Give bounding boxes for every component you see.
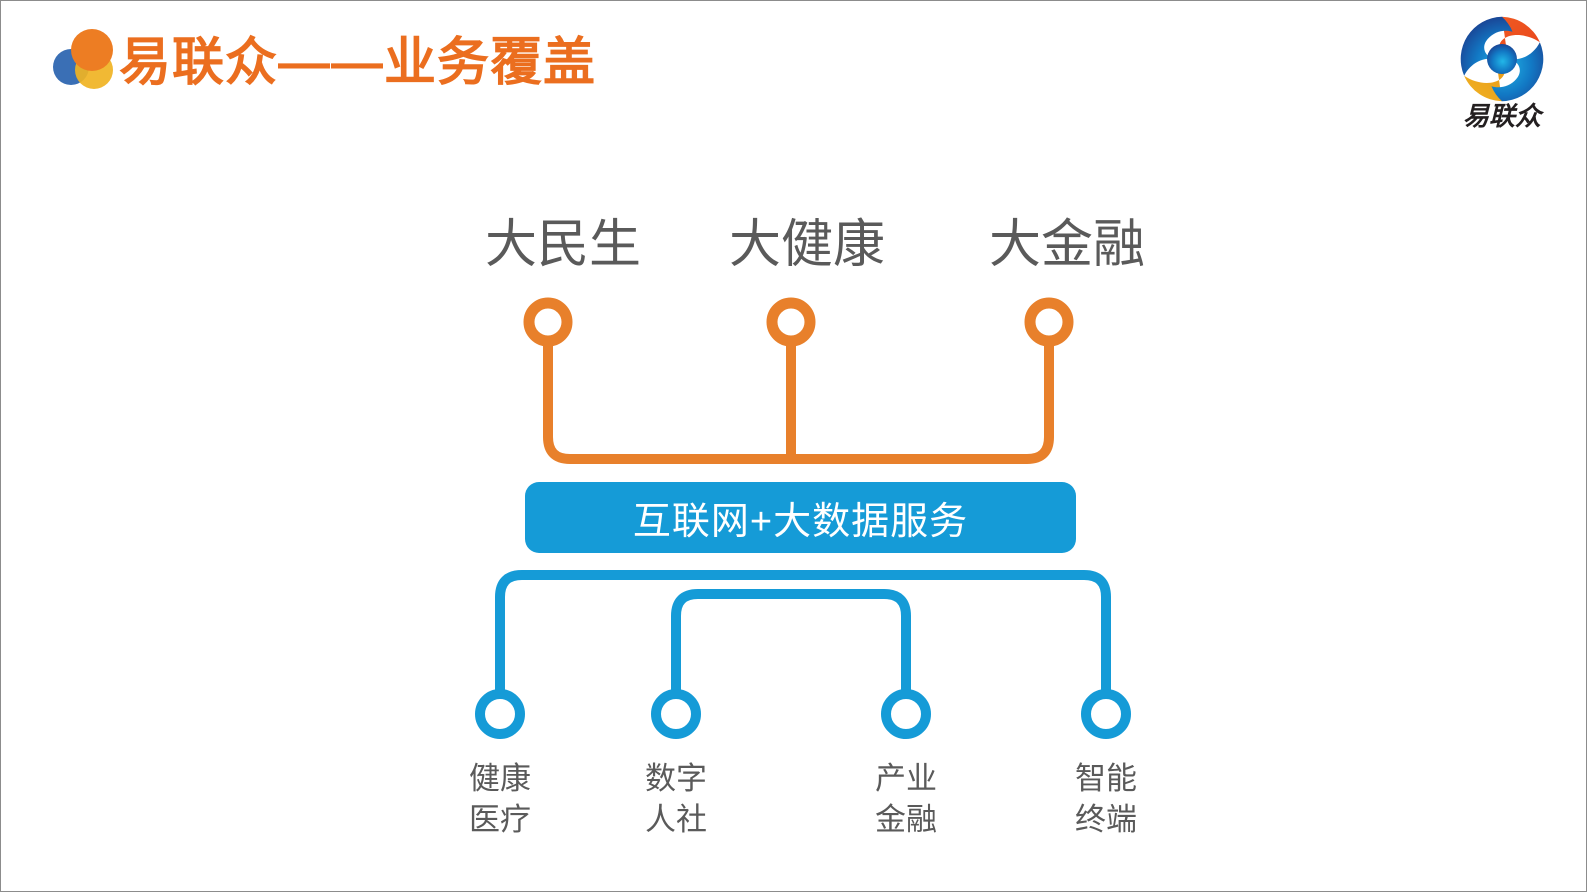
bottom-node-label-1-line2: 医疗 (469, 802, 531, 837)
slide-header: 易联众——业务覆盖 (1, 1, 1586, 141)
bottom-node-label-2-line1: 数字 (645, 761, 707, 796)
orange-bus-line (543, 336, 1054, 464)
bottom-node-label-2: 数字 人社 (645, 758, 707, 840)
bottom-node-label-3-line1: 产业 (875, 761, 937, 796)
top-node-label-3: 大金融 (988, 216, 1146, 274)
blue-node-ring-2 (651, 689, 701, 739)
three-circles-logo (53, 29, 125, 91)
blue-outer-bracket (495, 570, 1111, 698)
bottom-node-label-1-line1: 健康 (469, 761, 531, 796)
orange-node-ring-3 (1024, 297, 1074, 347)
corporate-logo-wordmark: 易联众 (1462, 101, 1541, 131)
bottom-node-label-4-line2: 终端 (1075, 802, 1137, 837)
center-banner-label: 互联网+大数据服务 (632, 501, 969, 543)
bottom-node-label-2-line2: 人社 (645, 802, 707, 837)
bottom-node-label-1: 健康 医疗 (469, 758, 531, 840)
blue-inner-bracket (671, 589, 911, 698)
blue-node-ring-4 (1081, 689, 1131, 739)
bottom-node-label-3: 产业 金融 (875, 758, 937, 840)
bottom-node-label-4-line1: 智能 (1075, 761, 1137, 796)
bottom-node-label-4: 智能 终端 (1075, 758, 1137, 840)
orange-node-ring-2 (766, 297, 816, 347)
orange-node-ring-1 (523, 297, 573, 347)
blue-node-ring-3 (881, 689, 931, 739)
logo-circle-orange (71, 29, 113, 71)
s-swoosh-globe-logo (1458, 15, 1546, 103)
top-node-label-1: 大民生 (484, 216, 642, 274)
top-node-label-2: 大健康 (728, 216, 886, 274)
bottom-node-label-3-line2: 金融 (875, 802, 937, 837)
corporate-logo: 易联众 (1442, 15, 1562, 135)
page-title: 易联众——业务覆盖 (119, 34, 597, 92)
center-banner: 互联网+大数据服务 (525, 482, 1076, 553)
blue-node-ring-1 (475, 689, 525, 739)
